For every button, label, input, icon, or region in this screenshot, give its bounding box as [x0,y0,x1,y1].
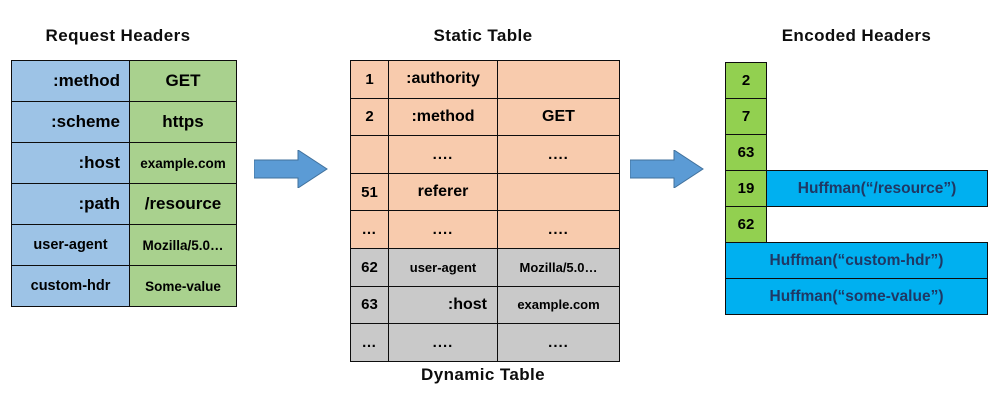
table-index-cell: 51 [350,172,389,212]
static-table-row: 1:authority [350,60,620,99]
encoded-header-row: 7 [725,98,767,135]
huffman-literal-cell: Huffman(“some-value”) [725,278,988,315]
header-name-cell: :path [11,183,130,225]
table-index-cell: 63 [350,285,389,325]
huffman-literal-cell: Huffman(“/resource”) [767,170,988,207]
table-index-cell: … [350,323,389,362]
table-index-cell: 2 [350,97,389,137]
header-value-cell: Mozilla/5.0… [129,224,237,266]
encoded-header-row: 63 [725,134,767,171]
encoded-index-cell: 63 [725,134,767,171]
arrow-headers-to-table [254,150,328,188]
table-name-cell: user-agent [388,247,498,287]
encoded-header-row: 2 [725,62,767,99]
header-value-cell: Some-value [129,265,237,307]
header-name-cell: :method [11,60,130,102]
table-value-cell [497,60,620,99]
header-value-cell: GET [129,60,237,102]
static-table-row: …........ [350,210,620,249]
encoded-header-row: 62 [725,206,767,243]
header-name-cell: custom-hdr [11,265,130,307]
table-index-cell [350,135,389,174]
header-value-cell: /resource [129,183,237,225]
table-value-cell: .... [497,135,620,174]
static-table-title: Static Table [433,26,533,45]
table-value-cell: example.com [497,285,620,325]
table-value-cell [497,172,620,212]
header-value-cell: example.com [129,142,237,184]
encoded-index-cell: 62 [725,206,767,243]
table-name-cell: :host [388,285,498,325]
table-name-cell: .... [388,323,498,362]
table-index-cell: 1 [350,60,389,99]
encoded-index-cell: 2 [725,62,767,99]
table-name-cell: :method [388,97,498,137]
header-name-cell: user-agent [11,224,130,266]
encoded-index-cell: 19 [725,170,767,207]
table-value-cell: .... [497,323,620,362]
table-value-cell: GET [497,97,620,137]
huffman-literal-cell: Huffman(“custom-hdr”) [725,242,988,279]
header-name-cell: :host [11,142,130,184]
table-index-cell: 62 [350,247,389,287]
encoded-headers-title: Encoded Headers [781,26,932,45]
header-value-cell: https [129,101,237,143]
dynamic-table-title: Dynamic Table [421,365,545,384]
table-value-cell: Mozilla/5.0… [497,247,620,287]
table-row: :path/resource [11,183,237,225]
table-value-cell: .... [497,210,620,249]
table-index-cell: … [350,210,389,249]
header-name-cell: :scheme [11,101,130,143]
encoded-header-row: Huffman(“some-value”) [725,278,988,315]
table-name-cell: :authority [388,60,498,99]
request-headers-title: Request Headers [45,26,191,45]
table-name-cell: .... [388,210,498,249]
table-name-cell: referer [388,172,498,212]
arrow-table-to-encoded [630,150,704,188]
encoded-index-cell: 7 [725,98,767,135]
static-table-row: ........ [350,135,620,174]
encoded-header-row: Huffman(“custom-hdr”) [725,242,988,279]
table-name-cell: .... [388,135,498,174]
dynamic-table-row: …........ [350,323,620,362]
